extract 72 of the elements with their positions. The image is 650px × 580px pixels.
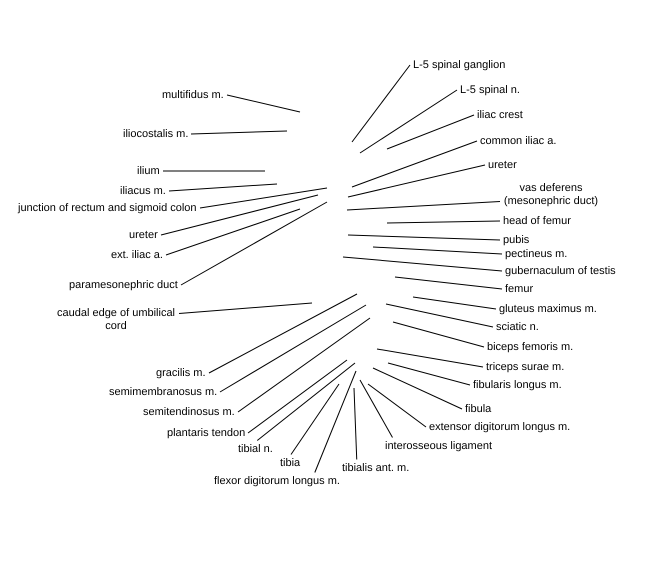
leader-line: [368, 384, 426, 428]
leader-line: [314, 370, 356, 473]
leader-line: [178, 302, 312, 314]
part-label: head of femur: [503, 214, 571, 228]
leader-line: [394, 276, 502, 290]
part-label: common iliac a.: [480, 134, 556, 148]
leader-line: [376, 348, 484, 368]
part-label: tibial n.: [238, 442, 273, 456]
part-label: gluteus maximus m.: [499, 302, 597, 316]
leader-line: [166, 208, 300, 256]
leader-line: [220, 304, 366, 392]
part-label: plantaris tendon: [167, 426, 246, 440]
part-label: tibia: [280, 456, 300, 470]
leader-line: [346, 201, 500, 210]
part-label: femur: [505, 282, 534, 296]
leader-line: [386, 220, 500, 224]
part-label: ext. iliac a.: [111, 248, 163, 262]
part-label: iliocostalis m.: [123, 128, 188, 140]
part-label: fibula: [465, 402, 492, 416]
leader-line: [392, 322, 484, 348]
leader-line: [354, 388, 358, 460]
leader-line: [208, 294, 358, 374]
leader-line: [238, 318, 370, 412]
leader-line: [200, 188, 328, 208]
part-label: triceps surae m.: [486, 360, 564, 374]
part-label: L-5 spinal ganglion: [413, 58, 506, 72]
part-label: multifidus m.: [162, 88, 224, 102]
part-label: tibialis ant. m.: [342, 462, 410, 474]
part-label: gubernaculum of testis: [505, 264, 616, 278]
part-label: flexor digitorum longus m.: [214, 474, 340, 488]
leader-line: [412, 296, 496, 310]
leader-line: [248, 360, 348, 434]
part-label: sciatic n.: [496, 320, 539, 334]
leader-line: [290, 384, 340, 455]
leader-line: [190, 130, 288, 134]
leader-line: [386, 304, 494, 328]
leader-line: [180, 202, 328, 286]
leader-line: [342, 256, 502, 272]
leader-line: [348, 234, 500, 240]
leader-line: [360, 380, 393, 438]
leader-line: [226, 94, 300, 112]
part-label: pubis: [503, 234, 530, 246]
part-label: semimembranosus m.: [109, 386, 218, 398]
part-label: semitendinosus m.: [143, 406, 235, 418]
part-label: iliacus m.: [120, 184, 166, 198]
part-label: ureter: [129, 228, 158, 242]
part-label: biceps femoris m.: [487, 340, 574, 354]
part-label: gracilis m.: [156, 366, 206, 380]
part-label: L-5 spinal n.: [460, 84, 520, 96]
leader-line: [256, 362, 356, 441]
leader-line: [372, 246, 502, 254]
leader-line: [168, 184, 278, 192]
part-label: vas deferens (mesonephric duct): [503, 182, 599, 208]
leader-line: [348, 164, 486, 198]
part-label: iliac crest: [477, 108, 523, 122]
part-label: ilium: [137, 164, 160, 178]
leader-line: [352, 64, 410, 142]
part-label: fibularis longus m.: [473, 378, 562, 392]
leader-line: [352, 140, 478, 188]
part-label: interosseous ligament: [385, 440, 492, 452]
leader-line: [386, 114, 474, 150]
leader-line: [360, 90, 458, 154]
part-label: paramesonephric duct: [69, 278, 178, 292]
part-label: extensor digitorum longus m.: [429, 420, 570, 434]
leader-line: [162, 170, 266, 172]
part-label: ureter: [488, 158, 517, 172]
leader-line: [160, 194, 318, 236]
part-label: caudal edge of umbilical cord: [56, 307, 176, 333]
part-label: pectineus m.: [505, 248, 568, 260]
leader-line: [388, 362, 470, 386]
part-label: junction of rectum and sigmoid colon: [18, 202, 197, 214]
leader-line: [372, 368, 462, 410]
